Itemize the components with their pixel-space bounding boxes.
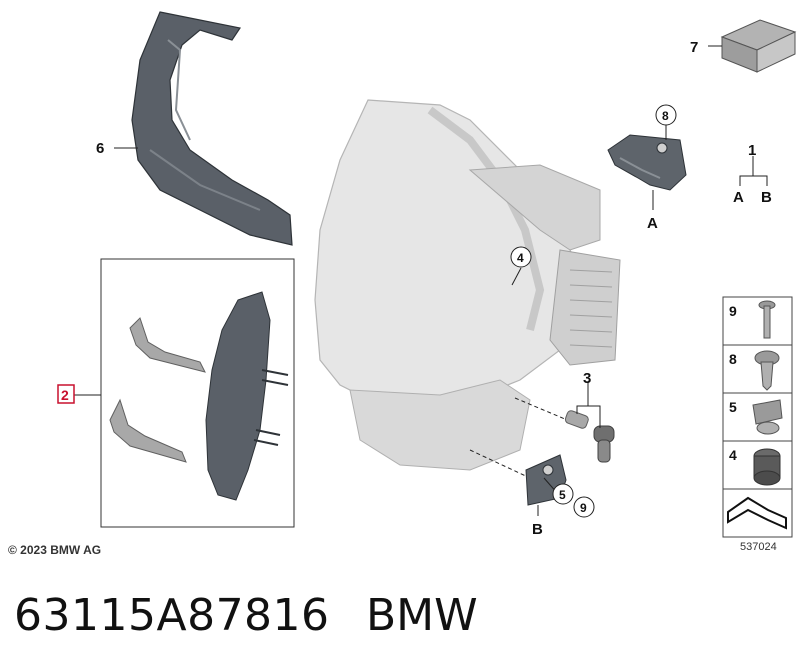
clip-part-2-upper bbox=[129, 317, 206, 373]
callout-8: 8 bbox=[662, 109, 669, 123]
bracket-part-2 bbox=[205, 291, 289, 501]
callout-circle-9 bbox=[573, 496, 595, 518]
callout-9: 9 bbox=[580, 501, 587, 515]
callout-circle-8 bbox=[655, 104, 677, 126]
headlight-housing-part-4 bbox=[314, 99, 621, 471]
figure-number: 537024 bbox=[740, 541, 777, 553]
inset-frame bbox=[100, 258, 295, 528]
callout-5: 5 bbox=[559, 488, 566, 502]
callout-3: 3 bbox=[583, 370, 591, 387]
callout-1-a: A bbox=[733, 189, 744, 206]
screw-parts-3 bbox=[564, 410, 615, 463]
callout-circle-4 bbox=[510, 246, 532, 268]
legend-bracket-symbol bbox=[727, 496, 787, 530]
legend-label-5: 5 bbox=[729, 399, 737, 415]
legend-screw-8 bbox=[754, 350, 780, 391]
legend-label-4: 4 bbox=[729, 447, 737, 463]
legend-clip-5 bbox=[752, 399, 783, 435]
callout-2: 2 bbox=[61, 387, 69, 403]
callout-2-highlight bbox=[57, 384, 75, 404]
copyright-notice: © 2023 BMW AG bbox=[8, 543, 102, 557]
brand-name: BMW bbox=[366, 590, 478, 641]
legend-label-8: 8 bbox=[729, 351, 737, 367]
callout-circle-5 bbox=[552, 483, 574, 505]
legend-nut-4 bbox=[753, 448, 781, 486]
hardware-legend: 9 8 5 4 bbox=[722, 296, 793, 538]
callout-4: 4 bbox=[517, 251, 524, 265]
kit-box-part-7 bbox=[720, 19, 797, 73]
callout-1: 1 bbox=[748, 142, 756, 159]
trim-strip-part-6 bbox=[131, 11, 293, 246]
legend-bolt-9 bbox=[758, 300, 776, 339]
callout-1-b: B bbox=[761, 189, 772, 206]
assembly-lines bbox=[469, 397, 573, 479]
callout-6: 6 bbox=[96, 140, 104, 157]
callout-7: 7 bbox=[690, 39, 698, 56]
connector-b-label: B bbox=[532, 521, 543, 538]
connector-a-label: A bbox=[647, 215, 658, 232]
bracket-a bbox=[607, 134, 687, 191]
clip-part-2-lower bbox=[109, 398, 187, 463]
legend-label-9: 9 bbox=[729, 303, 737, 319]
part-number: 63115A87816 bbox=[14, 590, 330, 641]
